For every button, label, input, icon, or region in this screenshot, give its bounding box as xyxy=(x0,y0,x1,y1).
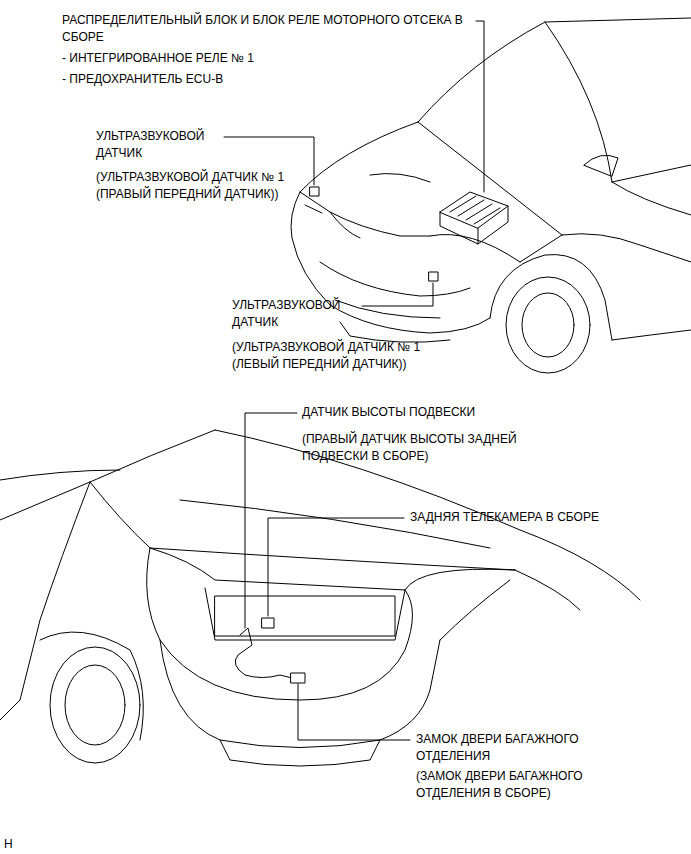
front-car xyxy=(291,18,691,373)
part-name: (УЛЬТРАЗВУКОВОЙ ДАТЧИК № 1 (ЛЕВЫЙ ПЕРЕДН… xyxy=(232,339,427,373)
part-name: УЛЬТРАЗВУКОВОЙ ДАТЧИК xyxy=(96,128,220,162)
lock-symbol xyxy=(291,673,305,683)
camera-symbol xyxy=(262,618,274,628)
leader-lines xyxy=(224,21,484,740)
sensor-symbol xyxy=(429,272,438,281)
part-name: (ПРАВЫЙ ДАТЧИК ВЫСОТЫ ЗАДНЕЙ ПОДВЕСКИ В … xyxy=(302,431,567,465)
part-name: (ЗАМОК ДВЕРИ БАГАЖНОГО ОТДЕЛЕНИЯ В СБОРЕ… xyxy=(416,768,651,802)
relay-block xyxy=(440,192,508,244)
sensor-symbol xyxy=(310,187,319,196)
part-name: (УЛЬТРАЗВУКОВОЙ ДАТЧИК № 1 (ПРАВЫЙ ПЕРЕД… xyxy=(96,169,291,203)
height-sensor-symbol xyxy=(235,628,300,680)
figure-code: H xyxy=(4,836,34,853)
rear-car xyxy=(0,430,640,766)
part-name: РАСПРЕДЕЛИТЕЛЬНЫЙ БЛОК И БЛОК РЕЛЕ МОТОР… xyxy=(62,12,472,46)
part-name: ЗАДНЯЯ ТЕЛЕКАМЕРА В СБОРЕ xyxy=(410,509,680,526)
part-name: УЛЬТРАЗВУКОВОЙ ДАТЧИК xyxy=(232,297,356,331)
note: - ИНТЕГРИРОВАННОЕ РЕЛЕ № 1 xyxy=(62,50,362,67)
part-name: ЗАМОК ДВЕРИ БАГАЖНОГО ОТДЕЛЕНИЯ xyxy=(416,731,606,765)
part-name: ДАТЧИК ВЫСОТЫ ПОДВЕСКИ xyxy=(302,404,562,421)
note: - ПРЕДОХРАНИТЕЛЬ ECU-B xyxy=(62,71,362,88)
